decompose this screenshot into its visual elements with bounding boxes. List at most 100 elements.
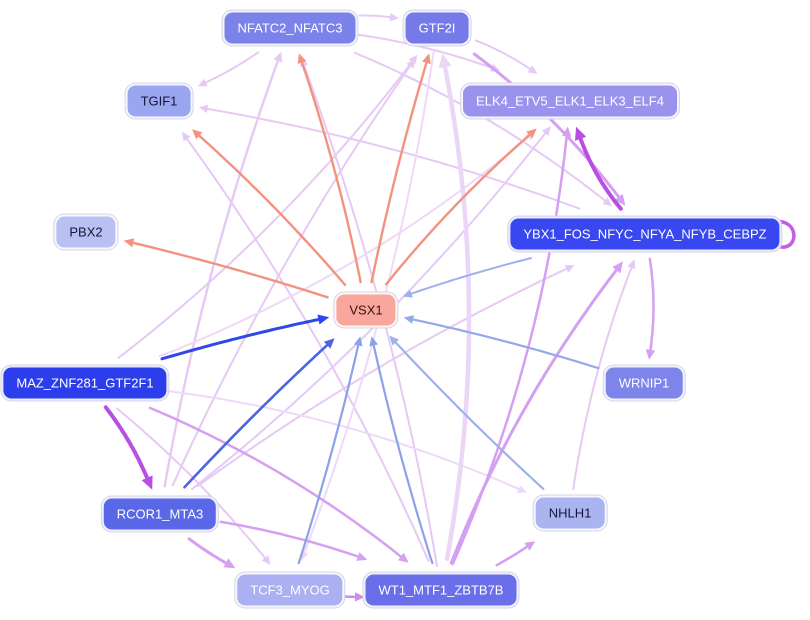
- edge-RCOR1-to-VSX1-arrowhead: [323, 338, 335, 349]
- node-VSX1[interactable]: VSX1: [334, 292, 398, 328]
- edge-RCOR1-to-WT1-arrowhead: [356, 552, 368, 561]
- edge-YBX1-to-WRNIP1: [648, 257, 655, 352]
- edge-WT1-to-TGIF1-arrowhead: [181, 131, 191, 142]
- edge-YBX1-to-ELK4: [578, 136, 623, 211]
- edge-RCOR1-to-YBX1: [196, 267, 568, 487]
- node-label: NHLH1: [548, 505, 592, 521]
- edge-VSX1-to-GTF2I-arrowhead: [422, 53, 431, 65]
- edge-RCOR1-to-GTF2I: [171, 65, 411, 487]
- node-TGIF1[interactable]: TGIF1: [125, 83, 193, 119]
- edge-TCF3-to-VSX1-arrowhead: [353, 336, 363, 347]
- edge-WT1-to-VSX1-arrowhead: [369, 336, 378, 347]
- node-GTF2I[interactable]: GTF2I: [403, 10, 471, 46]
- edge-MAZ-to-WT1-arrowhead: [398, 552, 409, 563]
- node-label: TGIF1: [140, 93, 178, 109]
- edge-MAZ-to-TCF3: [115, 407, 266, 559]
- edge-NFATC2-to-GTF2I: [358, 14, 391, 19]
- edge-VSX1-to-NFATC2-arrowhead: [297, 53, 307, 64]
- edge-MAZ-to-NHLH1-arrowhead: [517, 485, 527, 493]
- edge-NFATC2-to-ELK4: [357, 33, 493, 69]
- edge-VSX1-to-GTF2I: [370, 61, 428, 284]
- edge-VSX1-to-ELK4: [384, 133, 531, 286]
- edge-YBX1-to-WRNIP1-arrowhead: [645, 349, 656, 360]
- edge-RCOR1-to-NFATC2: [163, 59, 280, 488]
- edge-WT1-to-NHLH1: [495, 545, 529, 567]
- node-label: NFATC2_NFATC3: [237, 20, 343, 36]
- edge-RCOR1-to-NFATC2-arrowhead: [273, 51, 283, 63]
- edge-YBX1-to-VSX1-arrowhead: [403, 289, 413, 298]
- edge-NFATC2-to-TGIF1-arrowhead: [197, 78, 208, 87]
- node-label: MAZ_ZNF281_GTF2F1: [16, 375, 154, 391]
- edge-NHLH1-to-YBX1: [572, 266, 633, 490]
- edge-MAZ-to-TCF3-arrowhead: [261, 555, 271, 565]
- node-label: GTF2I: [418, 20, 456, 36]
- edge-GTF2I-to-YBX1-arrowhead: [614, 193, 626, 206]
- node-label: WT1_MTF1_ZBTB7B: [378, 582, 504, 598]
- edge-YBX1-to-TGIF1: [206, 107, 581, 210]
- edge-TCF3-to-WT1-arrowhead: [354, 592, 365, 602]
- edge-WT1-to-TGIF1: [186, 138, 430, 562]
- edge-WRNIP1-to-VSX1-arrowhead: [403, 315, 414, 324]
- node-YBX1[interactable]: YBX1_FOS_NFYC_NFYA_NFYB_CEBPZ: [508, 216, 782, 252]
- edge-WT1-to-VSX1: [372, 344, 434, 565]
- edge-NHLH1-to-VSX1-arrowhead: [389, 335, 399, 346]
- node-RCOR1[interactable]: RCOR1_MTA3: [101, 496, 219, 532]
- edge-RCOR1-to-VSX1: [183, 343, 329, 489]
- edge-MAZ-to-GTF2I: [117, 60, 413, 359]
- edge-TCF3-to-VSX1: [297, 344, 360, 565]
- edge-NFATC2-to-GTF2I-arrowhead: [389, 13, 399, 22]
- edge-MAZ-to-RCOR1-arrowhead: [141, 475, 153, 490]
- edge-MAZ-to-WT1: [148, 406, 403, 558]
- edge-WT1-to-ELK4-arrowhead: [562, 126, 572, 137]
- node-PBX2[interactable]: PBX2: [54, 214, 118, 250]
- edge-MAZ-to-GTF2I-arrowhead: [408, 54, 418, 65]
- edge-RCOR1-to-TCF3: [187, 537, 228, 565]
- node-ELK4[interactable]: ELK4_ETV5_ELK1_ELK3_ELF4: [461, 83, 679, 119]
- edge-RCOR1-to-WT1: [219, 520, 360, 558]
- node-TCF3[interactable]: TCF3_MYOG: [235, 572, 345, 608]
- node-NFATC2[interactable]: NFATC2_NFATC3: [222, 10, 358, 46]
- edge-MAZ-to-RCOR1: [103, 405, 150, 480]
- edge-GTF2I-to-ELK4: [474, 39, 531, 70]
- edge-VSX1-to-ELK4-arrowhead: [526, 128, 537, 139]
- edge-VSX1-to-PBX2: [132, 241, 329, 299]
- edge-RCOR1-to-TCF3-arrowhead: [223, 558, 236, 569]
- node-label: WRNIP1: [618, 375, 670, 391]
- edge-VSX1-to-PBX2-arrowhead: [123, 238, 135, 248]
- node-WT1[interactable]: WT1_MTF1_ZBTB7B: [363, 572, 519, 608]
- edge-WT1-to-YBX1: [449, 268, 618, 565]
- edge-WRNIP1-to-VSX1: [411, 318, 600, 370]
- edge-MAZ-to-VSX1: [160, 318, 320, 361]
- edge-VSX1-to-NFATC2: [300, 61, 362, 284]
- node-label: YBX1_FOS_NFYC_NFYA_NFYB_CEBPZ: [523, 226, 767, 242]
- edge-GTF2I-to-ELK4-arrowhead: [527, 65, 538, 74]
- edge-NFATC2-to-YBX1-arrowhead: [602, 197, 613, 207]
- edge-MAZ-to-ELK4: [158, 136, 530, 358]
- edge-YBX1-to-ELK4-arrowhead: [575, 126, 587, 141]
- node-WRNIP1[interactable]: WRNIP1: [603, 365, 685, 401]
- node-label: TCF3_MYOG: [250, 582, 330, 598]
- edge-GTF2I-to-YBX1: [472, 52, 621, 199]
- edge-NHLH1-to-YBX1-arrowhead: [627, 259, 636, 270]
- node-MAZ[interactable]: MAZ_ZNF281_GTF2F1: [1, 365, 169, 401]
- edge-WT1-to-GTF2I: [442, 64, 472, 561]
- edge-NFATC2-to-TGIF1: [204, 51, 260, 84]
- edge-WT1-to-YBX1-arrowhead: [612, 261, 623, 274]
- edge-WT1-to-GTF2I-arrowhead: [438, 53, 452, 69]
- edge-RCOR1-to-ELK4-arrowhead: [541, 126, 551, 136]
- node-label: PBX2: [69, 224, 103, 240]
- edge-NFATC2-to-YBX1: [353, 51, 606, 202]
- node-label: ELK4_ETV5_ELK1_ELK3_ELF4: [476, 93, 664, 109]
- edge-YBX1-to-TGIF1-arrowhead: [198, 104, 209, 113]
- edge-NHLH1-to-VSX1: [394, 341, 545, 490]
- edge-VSX1-to-TGIF1-arrowhead: [192, 129, 203, 140]
- edge-VSX1-to-TGIF1: [198, 134, 347, 286]
- node-label: VSX1: [349, 302, 383, 318]
- edge-YBX1-to-VSX1: [410, 257, 532, 295]
- edge-RCOR1-to-YBX1-arrowhead: [564, 265, 575, 273]
- node-label: RCOR1_MTA3: [116, 506, 204, 522]
- node-NHLH1[interactable]: NHLH1: [533, 495, 607, 531]
- edge-MAZ-to-VSX1-arrowhead: [317, 314, 330, 325]
